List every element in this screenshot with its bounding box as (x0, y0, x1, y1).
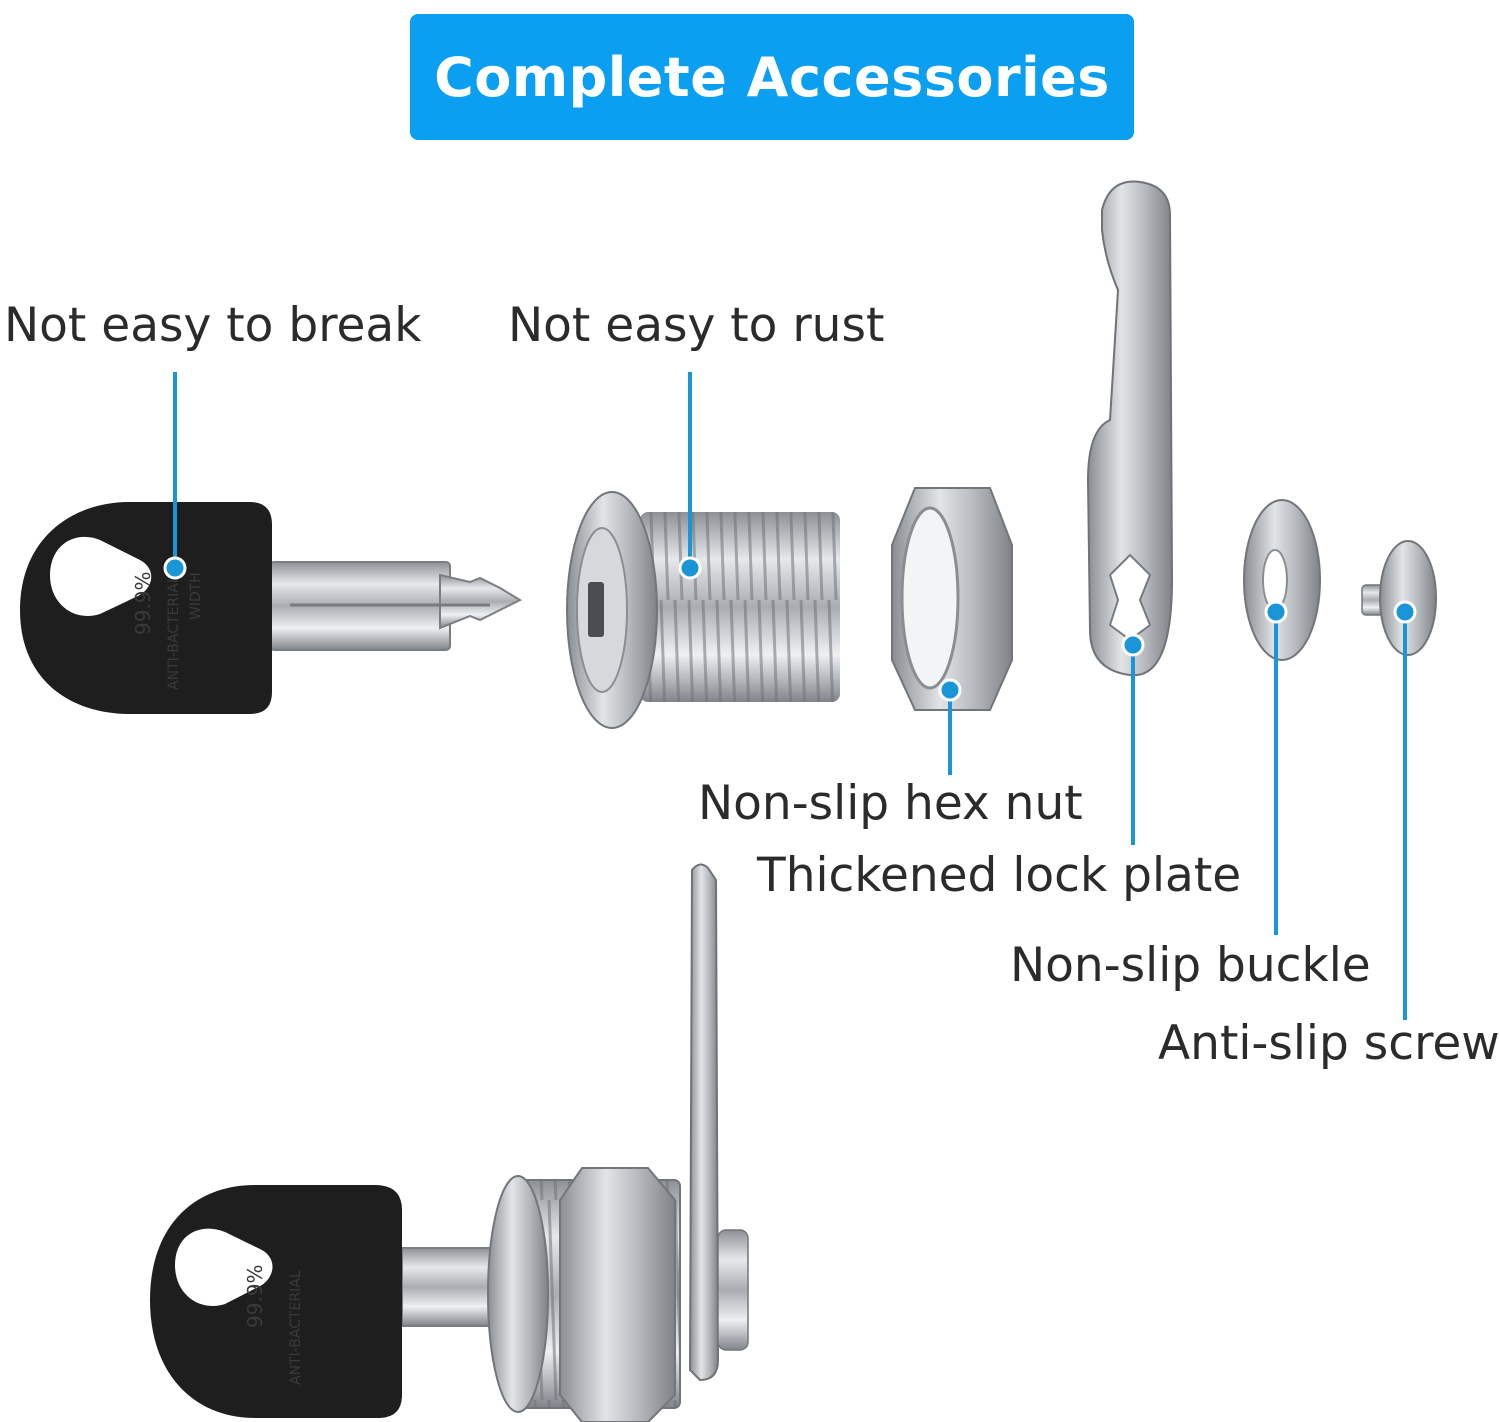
key-top: 99.9% ANTI-BACTERIAL WIDTH (20, 502, 523, 714)
label-non-slip-buckle: Non-slip buckle (1010, 938, 1371, 993)
assembled-key-imprint-antibacterial: ANTI-BACTERIAL (288, 1270, 304, 1385)
callouts (163, 372, 1417, 1020)
callout-dot-buckle (1264, 600, 1288, 624)
key-imprint-percent: 99.9% (131, 571, 155, 635)
label-thickened-lock-plate: Thickened lock plate (757, 848, 1242, 903)
lock-plate (1086, 180, 1174, 677)
key-imprint-antibacterial: ANTI-BACTERIAL (166, 575, 182, 690)
callout-dot-screw (1393, 600, 1417, 624)
washer (1243, 499, 1321, 661)
callout-dot-rust (678, 556, 702, 580)
key-imprint-width: WIDTH (188, 572, 204, 620)
hex-nut (891, 487, 1013, 711)
label-not-easy-to-break: Not easy to break (4, 298, 422, 353)
banner-title: Complete Accessories (434, 45, 1110, 109)
assembled-key-imprint-percent: 99.9% (243, 1264, 267, 1328)
title-banner: Complete Accessories (410, 14, 1134, 140)
callout-dot-hex-nut (938, 678, 962, 702)
assembled-lock: 99.9% ANTI-BACTERIAL (150, 863, 749, 1422)
label-anti-slip-screw: Anti-slip screw (1158, 1016, 1500, 1071)
label-non-slip-hex-nut: Non-slip hex nut (698, 776, 1083, 831)
lock-cylinder (566, 491, 840, 729)
screw (1361, 540, 1437, 656)
callout-dot-lock-plate (1121, 633, 1145, 657)
callout-dot-break (163, 556, 187, 580)
label-not-easy-to-rust: Not easy to rust (508, 298, 885, 353)
